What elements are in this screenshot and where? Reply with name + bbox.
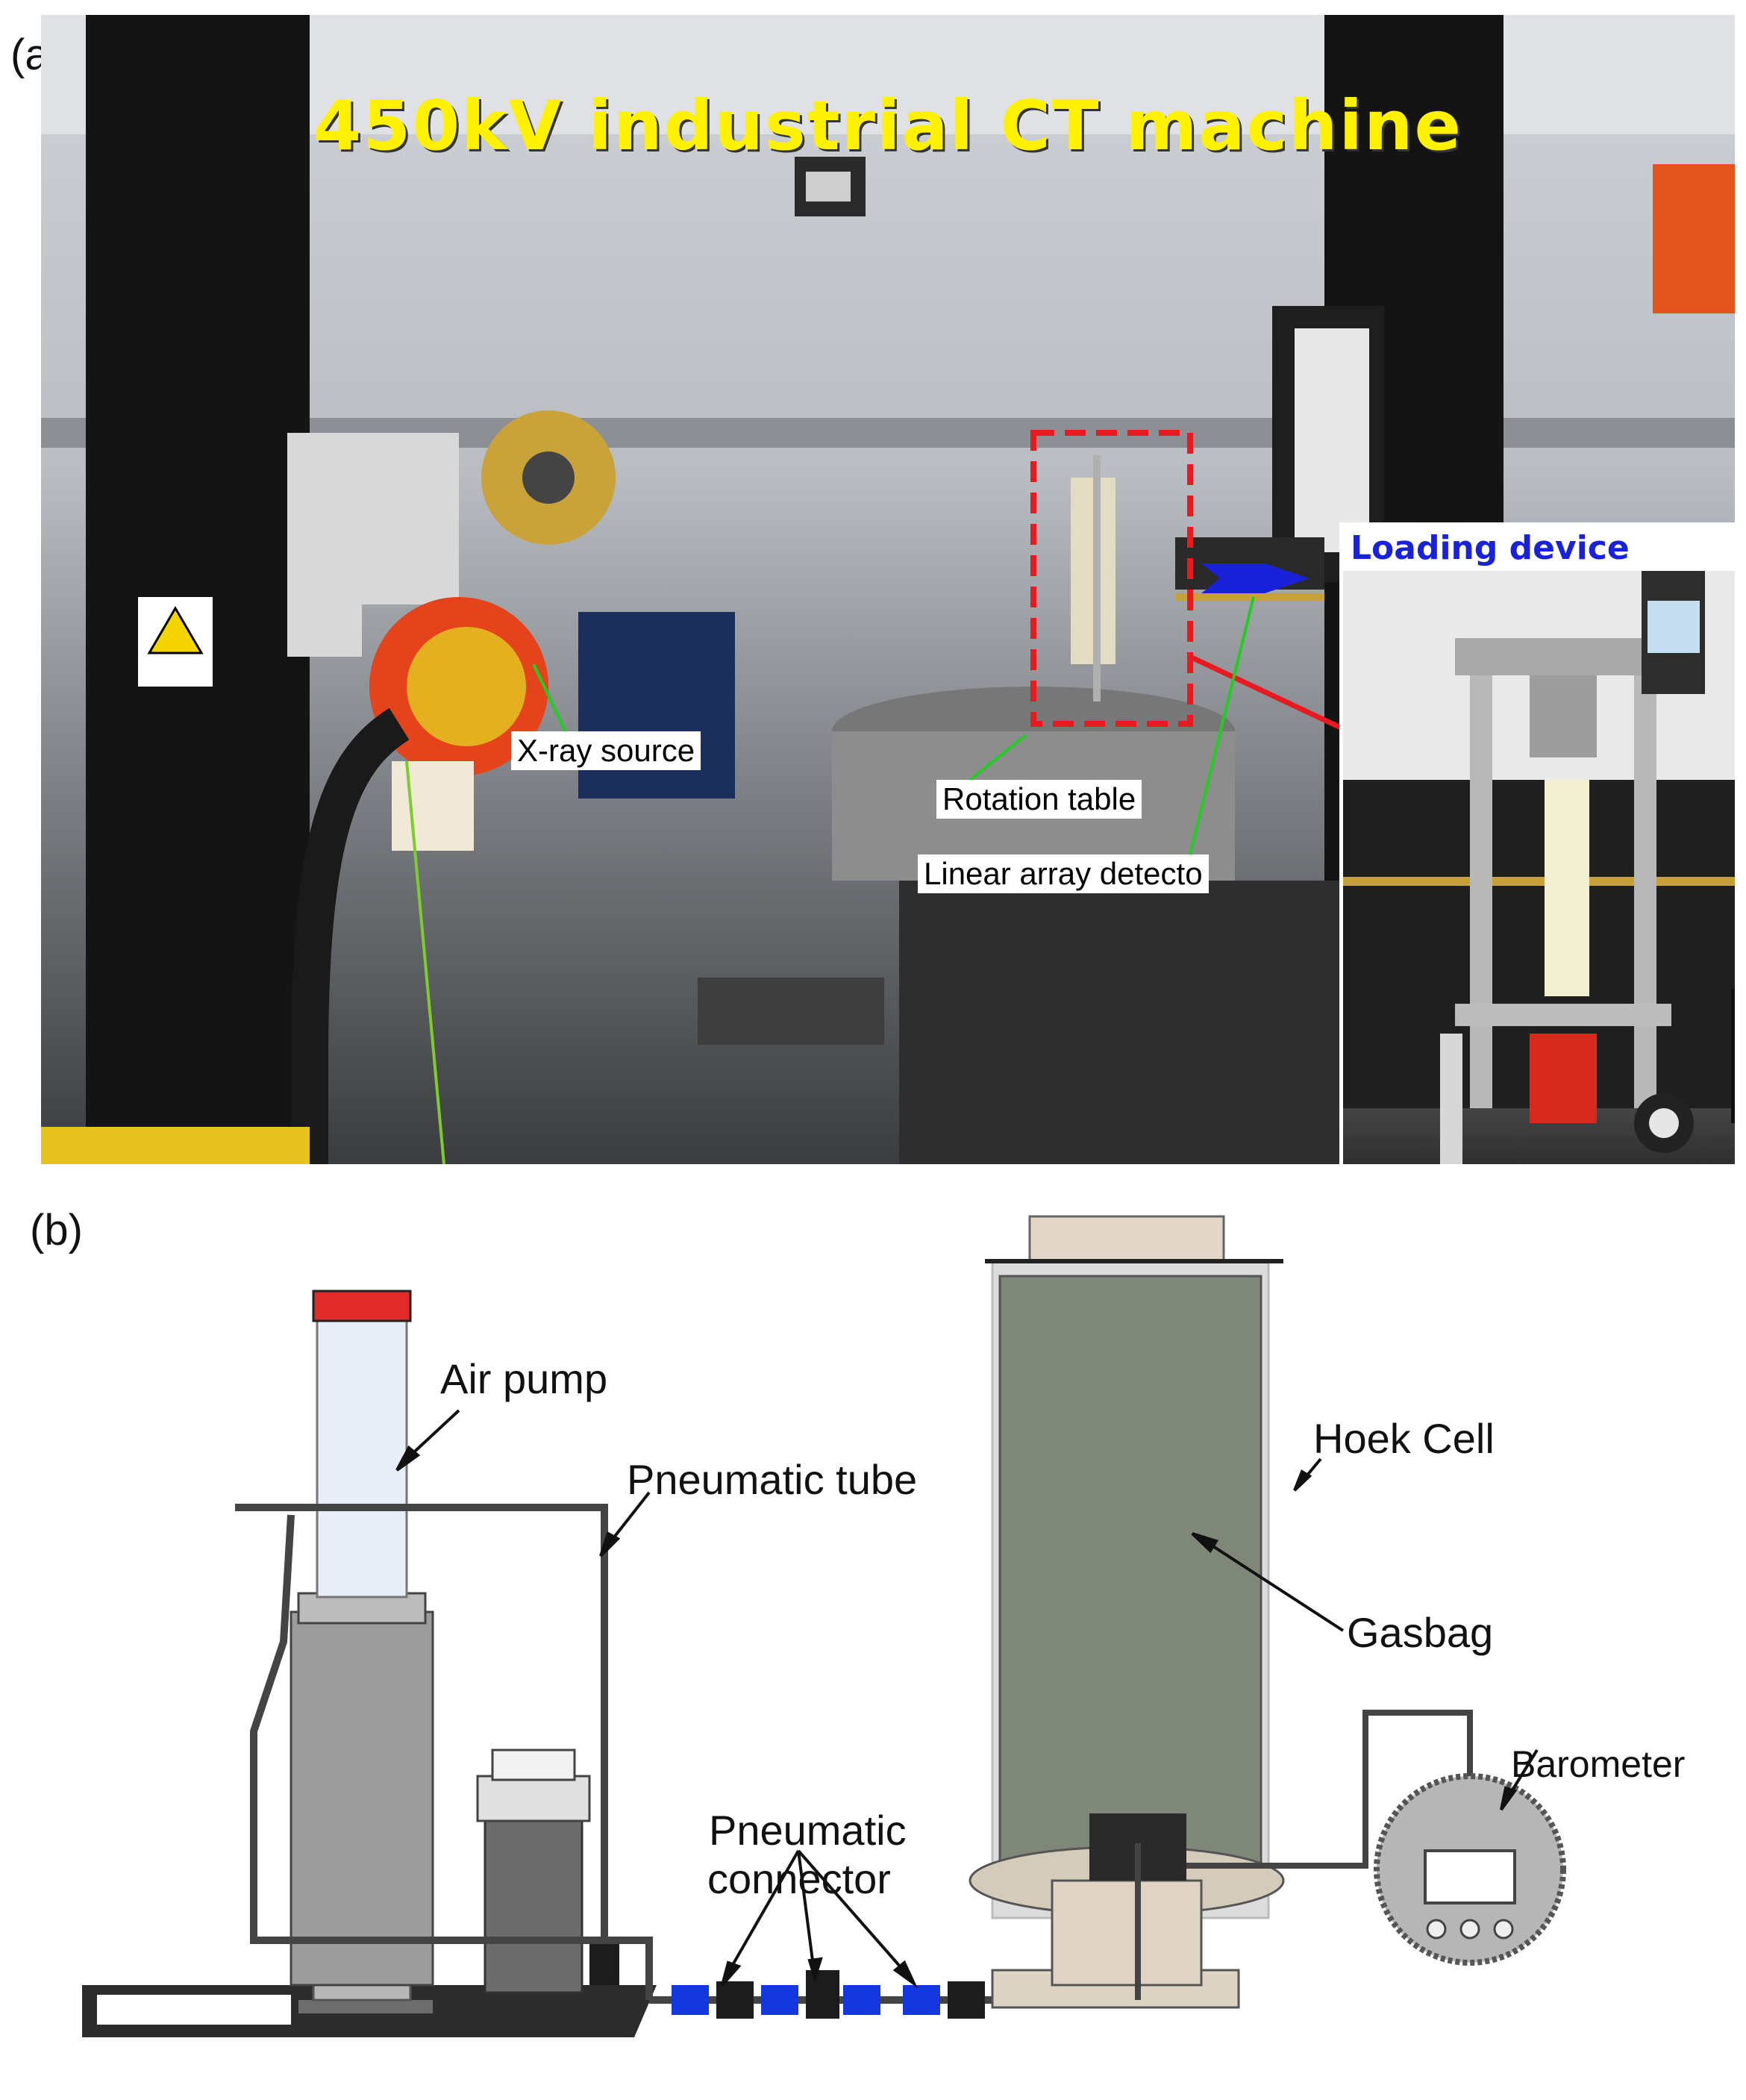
connector-arrow-2 xyxy=(797,1850,815,1967)
loading-device-title: Loading device xyxy=(1343,526,1735,571)
gasbag xyxy=(998,1275,1262,1882)
barometer-tube xyxy=(1186,1710,1473,1869)
gasbag-label: Gasbag xyxy=(1347,1609,1494,1656)
pneumatic-tube xyxy=(235,1504,608,1940)
ct-machine-headline: 450kV industrial CT machine xyxy=(313,86,1462,166)
air-pump xyxy=(290,1290,434,2013)
linear-array-detector-tag: Linear array detecto xyxy=(918,854,1209,893)
blue-pointer-arrow xyxy=(1201,563,1310,593)
barometer-label: Barometer xyxy=(1511,1743,1686,1785)
pump-outlet-valve xyxy=(589,1940,619,1985)
rotation-table-leader xyxy=(969,734,1027,781)
gasbag-arrow xyxy=(1204,1540,1345,1632)
connector-arrow-3 xyxy=(797,1849,908,1975)
xray-source-tag: X-ray source xyxy=(511,731,701,770)
hoek-cell xyxy=(969,1215,1285,2009)
pneumatic-connector-row xyxy=(649,1970,1060,2019)
xray-source-leader xyxy=(532,663,569,736)
loading-device-highlight-box xyxy=(1030,430,1193,727)
air-pump-arrow xyxy=(405,1409,460,1460)
hoek-cell-label: Hoek Cell xyxy=(1313,1415,1495,1462)
reservoir-bottle xyxy=(476,1749,591,1994)
pneumatic-tube-label: Pneumatic tube xyxy=(627,1456,918,1503)
panel-b-label: (b) xyxy=(30,1206,83,1254)
pneumatic-schematic xyxy=(82,1215,1566,2037)
barometer xyxy=(1374,1773,1566,1966)
inset-scene xyxy=(1343,526,1735,1164)
connector-arrow-1 xyxy=(726,1850,800,1975)
air-pump-label: Air pump xyxy=(440,1355,608,1402)
pneumatic-connector-label-line1: Pneumatic xyxy=(709,1807,907,1854)
linear-array-leader xyxy=(1189,596,1255,855)
ct-machine-photo: 450kV industrial CT machine X-ray source… xyxy=(41,15,1735,1164)
loading-device-inset: Loading device xyxy=(1339,522,1735,1164)
rotation-table-tag: Rotation table xyxy=(936,780,1142,819)
pneumatic-connector-label-line2: connector xyxy=(707,1855,891,1902)
